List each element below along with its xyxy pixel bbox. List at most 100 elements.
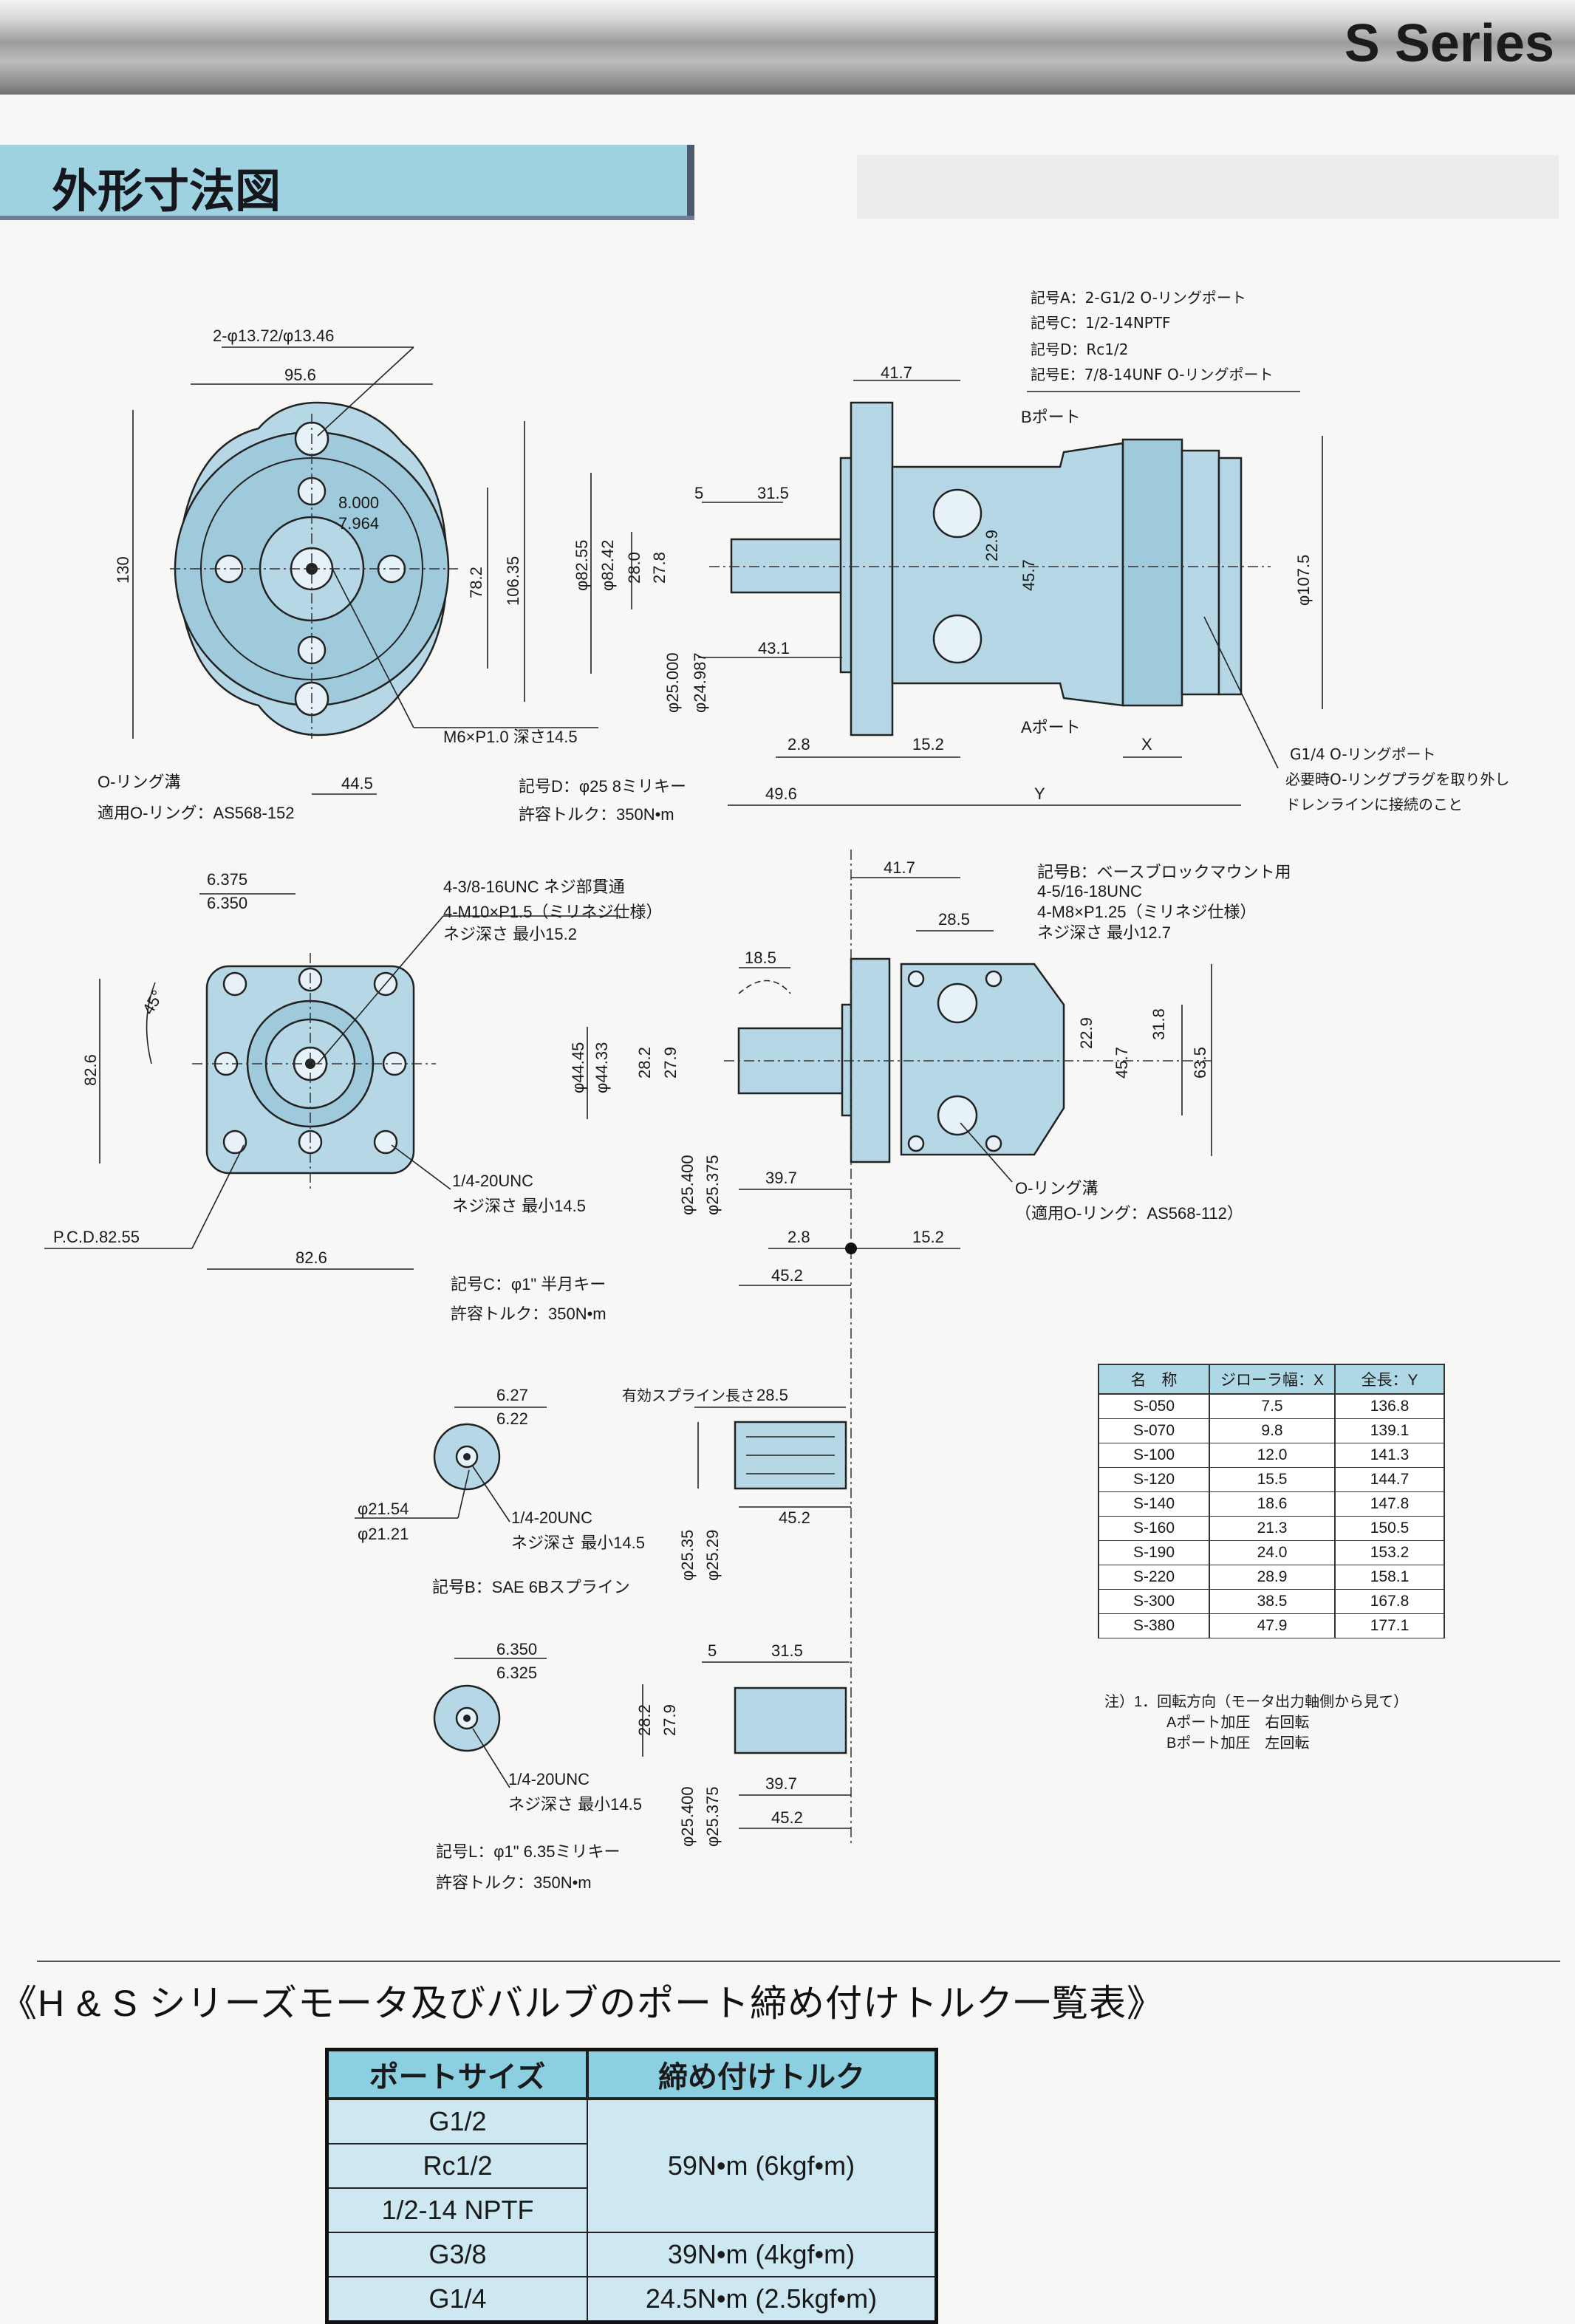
table-row: 1/2-14 NPTF <box>326 2187 937 2233</box>
cell-torque: 59N•m (6kgf•m) <box>587 2098 937 2233</box>
keyl-w1: 6.350 <box>496 1640 537 1658</box>
square-pcd: P.C.D.82.55 <box>53 1228 140 1246</box>
side-bolts <box>1217 457 1243 696</box>
keyl-label: 記号L：φ1" 6.35ミリキー <box>436 1842 620 1861</box>
cell-y: 139.1 <box>1334 1418 1445 1443</box>
side-port-c-label: 記号C：1/2-14NPTF <box>1031 314 1171 332</box>
side-body <box>891 442 1124 707</box>
sideb-mount-1 <box>907 970 925 988</box>
spline-view: 6.27 6.22 φ21.54 φ21.21 1/4-20UNC ネジ深さ 最… <box>355 1386 851 1596</box>
torque-table: ポートサイズ 締め付けトルク G1/2 59N•m (6kgf•m) Rc1/2… <box>325 2048 938 2324</box>
spline-d2: φ21.21 <box>358 1525 409 1543</box>
side-view-b: 41.7 記号B：ベースブロックマウント用 4-5/16-18UNC 4-M8×… <box>451 850 1291 1847</box>
torque-header-torque: 締め付けトルク <box>586 2048 938 2100</box>
spline-len: 45.2 <box>779 1508 810 1527</box>
dimension-drawings: 2-φ13.72/φ13.46 95.6 130 8.000 7.964 78.… <box>44 289 1510 1892</box>
side-key-d-label: 記号D：φ25 8ミリキー <box>519 777 686 796</box>
side-drain-1: G1/4 O-リングポート <box>1290 745 1436 763</box>
side-dim-28: 2.8 <box>788 735 810 753</box>
square-shaft-center <box>305 1059 315 1069</box>
spec-header-name: 名 称 <box>1098 1364 1210 1395</box>
sideb-datum <box>845 1243 857 1254</box>
side-body-dia: φ107.5 <box>1294 555 1313 606</box>
spline-w1: 6.27 <box>496 1386 528 1404</box>
cell-x: 15.5 <box>1209 1467 1336 1492</box>
sideb-mount-2-label: 4-5/16-18UNC <box>1037 882 1142 900</box>
square-angle: 45° <box>139 987 167 1017</box>
sideb-mount-1-label: 記号B：ベースブロックマウント用 <box>1037 863 1291 881</box>
front-oring-spec: 適用O-リング：AS568-152 <box>98 804 295 822</box>
square-bolt-br <box>373 1129 398 1155</box>
keyl-w2: 6.325 <box>496 1664 537 1682</box>
side-key-len: 5 <box>694 484 703 502</box>
front-shaft-d1: 8.000 <box>338 493 379 512</box>
cell-y: 158.1 <box>1334 1565 1445 1590</box>
side-port-a-label: 記号A：2-G1/2 O-リングポート <box>1031 289 1246 307</box>
square-thread-2b: ネジ深さ 最小14.5 <box>452 1197 586 1215</box>
cell-port: Rc1/2 <box>326 2143 588 2189</box>
cell-model: S-120 <box>1098 1467 1210 1492</box>
cell-y: 141.3 <box>1334 1443 1445 1468</box>
table-row: G1/4 24.5N•m (2.5kgf•m) <box>326 2276 937 2323</box>
sideb-mount-2 <box>907 1135 925 1152</box>
side-port-b <box>932 488 983 539</box>
square-view: 6.375 6.350 4-3/8-16UNC ネジ部貫通 4-M10×P1.5… <box>44 870 662 1270</box>
sideb-shaft-1: φ25.400 <box>678 1155 697 1215</box>
spline-label: 記号B：SAE 6Bスプライン <box>432 1578 630 1596</box>
torque-header-row: ポートサイズ 締め付けトルク <box>325 2048 938 2100</box>
cell-x: 38.5 <box>1209 1589 1336 1614</box>
sideb-key-c-torque: 許容トルク：350N•m <box>451 1305 607 1323</box>
cell-port: G3/8 <box>326 2232 588 2277</box>
sideb-dim-152: 15.2 <box>912 1228 944 1246</box>
sideb-oring-1: O-リング溝 <box>1015 1179 1098 1197</box>
cell-port: G1/2 <box>326 2098 588 2144</box>
sideb-dim-185: 18.5 <box>745 949 776 967</box>
side-pilot-1: φ82.55 <box>573 540 591 591</box>
sideb-mount-4-label: ネジ深さ 最小12.7 <box>1037 923 1171 942</box>
side-port-e-label: 記号E：7/8-14UNF O-リングポート <box>1031 366 1273 383</box>
side-dim-496: 49.6 <box>765 785 797 803</box>
side-dim-152: 15.2 <box>912 735 944 753</box>
note-line-2: Aポート加圧 右回転 <box>1166 1715 1310 1731</box>
header-band <box>0 0 1575 95</box>
cell-model: S-100 <box>1098 1443 1210 1468</box>
sideb-mount-3-label: 4-M8×P1.25（ミリネジ仕様） <box>1037 903 1256 921</box>
cell-y: 153.2 <box>1334 1540 1445 1565</box>
sideb-oring-2: （適用O-リング：AS568-112） <box>1015 1204 1243 1223</box>
side-dim-y: Y <box>1034 785 1045 803</box>
spline-thread-1: 1/4-20UNC <box>511 1508 592 1527</box>
faint-banner <box>857 155 1559 219</box>
side-port-a <box>932 614 983 664</box>
sideb-mount-4 <box>985 1135 1002 1152</box>
sideb-key-c-label: 記号C：φ1" 半月キー <box>451 1275 606 1293</box>
note-line-3: Bポート加圧 左回転 <box>1166 1735 1310 1751</box>
cell-model: S-140 <box>1098 1491 1210 1517</box>
keyl-key-1: 28.2 <box>635 1704 654 1736</box>
cell-y: 136.8 <box>1334 1393 1445 1419</box>
cell-x: 18.6 <box>1209 1491 1336 1517</box>
cell-port: 1/2-14 NPTF <box>326 2187 588 2233</box>
square-thread-1b: 4-M10×P1.5（ミリネジ仕様） <box>443 903 662 921</box>
cell-model: S-220 <box>1098 1565 1210 1590</box>
sideb-mount-3 <box>985 970 1002 988</box>
front-width-label: 95.6 <box>284 366 316 384</box>
front-holes-label: 2-φ13.72/φ13.46 <box>213 327 334 345</box>
sideb-shaft-2: φ25.375 <box>703 1155 722 1215</box>
side-port-pitch-1: 22.9 <box>983 530 1001 561</box>
side-flange-dim: 41.7 <box>881 363 912 382</box>
cell-x: 21.3 <box>1209 1516 1336 1541</box>
front-offset: 44.5 <box>341 774 373 793</box>
square-thread-1c: ネジ深さ 最小15.2 <box>443 925 577 943</box>
sideb-dim-28: 2.8 <box>788 1228 810 1246</box>
sideb-p2: 45.7 <box>1113 1047 1131 1079</box>
side-shaft-d1: φ25.000 <box>663 652 682 713</box>
side-drain-3: ドレンラインに接続のこと <box>1285 796 1463 813</box>
keyl-dim-315: 31.5 <box>771 1641 803 1660</box>
note-line-1: 注）1．回転方向（モータ出力軸側から見て） <box>1104 1694 1409 1710</box>
spec-header-y: 全長：Y <box>1334 1364 1445 1395</box>
side-gerotor <box>1121 438 1183 707</box>
